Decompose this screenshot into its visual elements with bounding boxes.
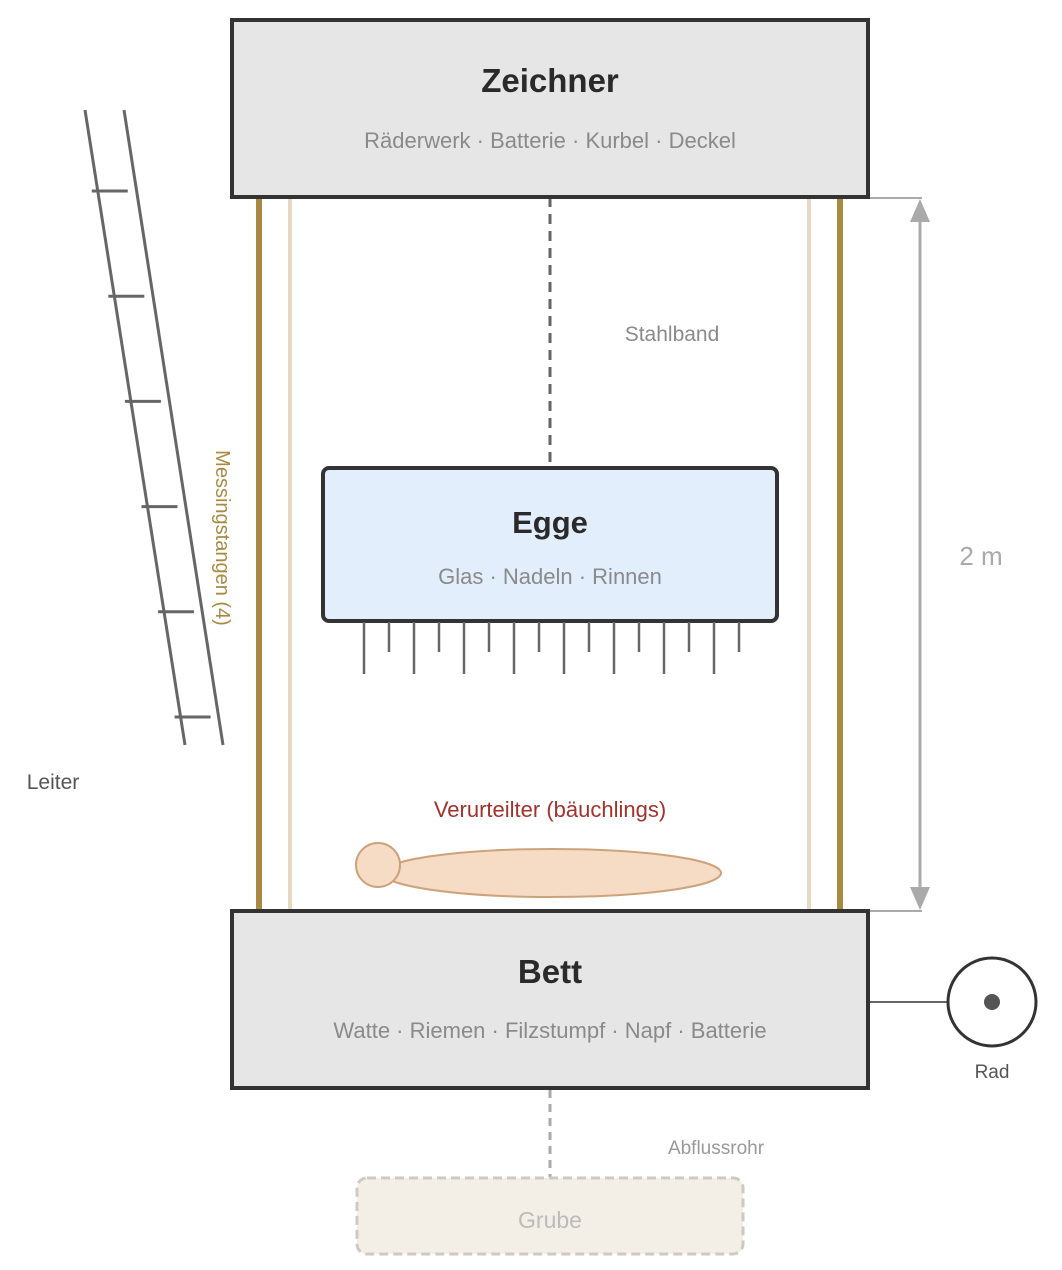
- bett-title: Bett: [518, 953, 582, 990]
- ladder-icon: [83, 109, 225, 746]
- wheel-icon: [946, 956, 1038, 1048]
- convict-figure: [355, 842, 722, 898]
- drain-pipe-label: Abflussrohr: [668, 1138, 765, 1159]
- steel-band-label: Stahlband: [625, 323, 720, 346]
- egge-title: Egge: [512, 505, 588, 540]
- grube-box: Grube: [355, 1176, 745, 1256]
- egge-needles: [362, 622, 741, 674]
- bett-parts: Watte · Riemen · Filzstumpf · Napf · Bat…: [333, 1018, 766, 1043]
- brass-rods-label: Messingstangen (4): [211, 450, 233, 626]
- zeichner-parts: Räderwerk · Batterie · Kurbel · Deckel: [364, 128, 736, 153]
- zeichner-box: Zeichner Räderwerk · Batterie · Kurbel ·…: [230, 18, 870, 199]
- egge-parts: Glas · Nadeln · Rinnen: [438, 564, 662, 589]
- ladder-label: Leiter: [27, 771, 80, 794]
- dimension-arrow: [870, 197, 930, 912]
- egge-box: Egge Glas · Nadeln · Rinnen: [321, 466, 779, 623]
- zeichner-title: Zeichner: [481, 62, 619, 99]
- dimension-label: 2 m: [959, 541, 1002, 571]
- grube-label: Grube: [518, 1207, 582, 1233]
- convict-label: Verurteilter (bäuchlings): [434, 797, 666, 822]
- wheel-label: Rad: [975, 1062, 1010, 1083]
- bett-box: Bett Watte · Riemen · Filzstumpf · Napf …: [230, 909, 870, 1090]
